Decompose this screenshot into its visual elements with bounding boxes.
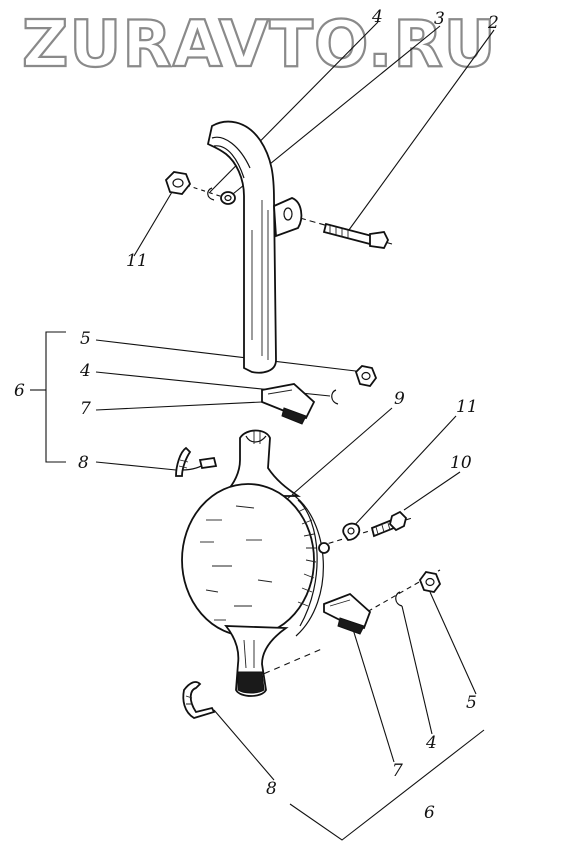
callout-5-left: 5 [80,329,91,349]
callout-7-right: 7 [392,761,403,781]
callout-2: 2 [487,13,499,33]
callout-10: 10 [450,453,472,473]
callout-4-left: 4 [79,361,91,381]
rubber-pad-lower [323,592,372,635]
side-bolt-and-washer [342,510,407,541]
lower-right-fasteners [395,571,442,607]
bolt-upper [322,222,390,249]
wire-lead-upper [175,446,218,477]
callout-6-left: 6 [14,381,25,401]
callout-8-bottom: 8 [266,779,277,799]
callout-11-right: 11 [456,397,478,417]
callout-3: 3 [434,9,445,29]
callout-5-right: 5 [466,693,477,713]
callout-4-right: 4 [425,733,437,753]
watermark-text: ZURAVTO.RU [22,8,497,82]
callout-6-bottom: 6 [424,803,435,823]
mounting-bracket-tube [206,120,303,374]
nut-left-group [331,365,378,405]
callout-11-left: 11 [126,251,148,271]
callout-8-left: 8 [78,453,89,473]
lamp-housing [181,429,330,697]
nut-and-washers-top [164,171,236,205]
callout-4-top: 4 [371,7,383,27]
wire-lead-lower [182,681,216,719]
callout-7-left: 7 [80,399,91,419]
rubber-pad-upper [261,383,316,425]
callout-numbers: 4 3 2 11 5 4 6 7 8 9 11 10 5 4 7 8 6 [14,7,499,823]
callout-9: 9 [394,389,405,409]
